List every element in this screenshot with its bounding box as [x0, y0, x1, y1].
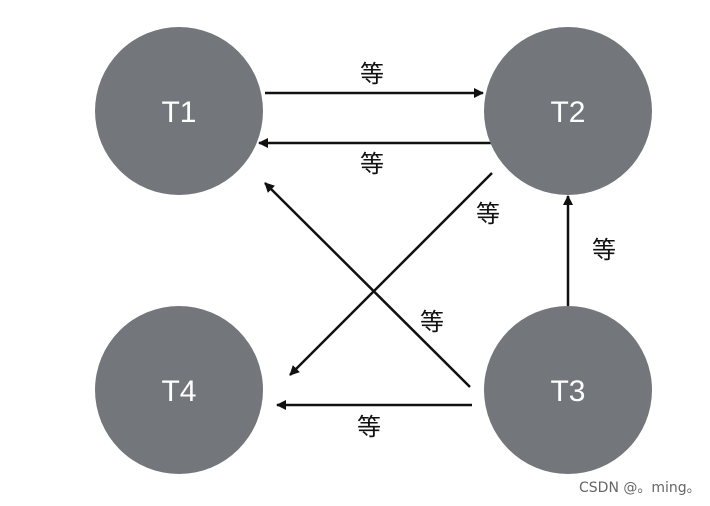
- node-t1-label: T1: [161, 96, 196, 129]
- edge-label-t3-to-t2: 等: [592, 236, 616, 264]
- node-t4-label: T4: [161, 375, 196, 408]
- node-t2: T2: [484, 27, 652, 195]
- edge-label-t2-to-t4: 等: [476, 200, 500, 228]
- node-t3: T3: [484, 306, 652, 474]
- csdn-watermark: CSDN @。ming。: [579, 480, 701, 496]
- node-t2-label: T2: [550, 96, 585, 129]
- edge-t2-to-t4: [289, 172, 493, 376]
- edge-label-t3-to-t1: 等: [420, 308, 444, 336]
- edge-t3-to-t1: [264, 182, 471, 388]
- edge-label-t3-to-t4: 等: [357, 413, 381, 441]
- node-t4: T4: [95, 306, 263, 474]
- edge-label-t2-to-t1: 等: [360, 150, 384, 178]
- edge-label-t1-to-t2: 等: [360, 60, 384, 88]
- node-t1: T1: [95, 27, 263, 195]
- node-t3-label: T3: [550, 375, 585, 408]
